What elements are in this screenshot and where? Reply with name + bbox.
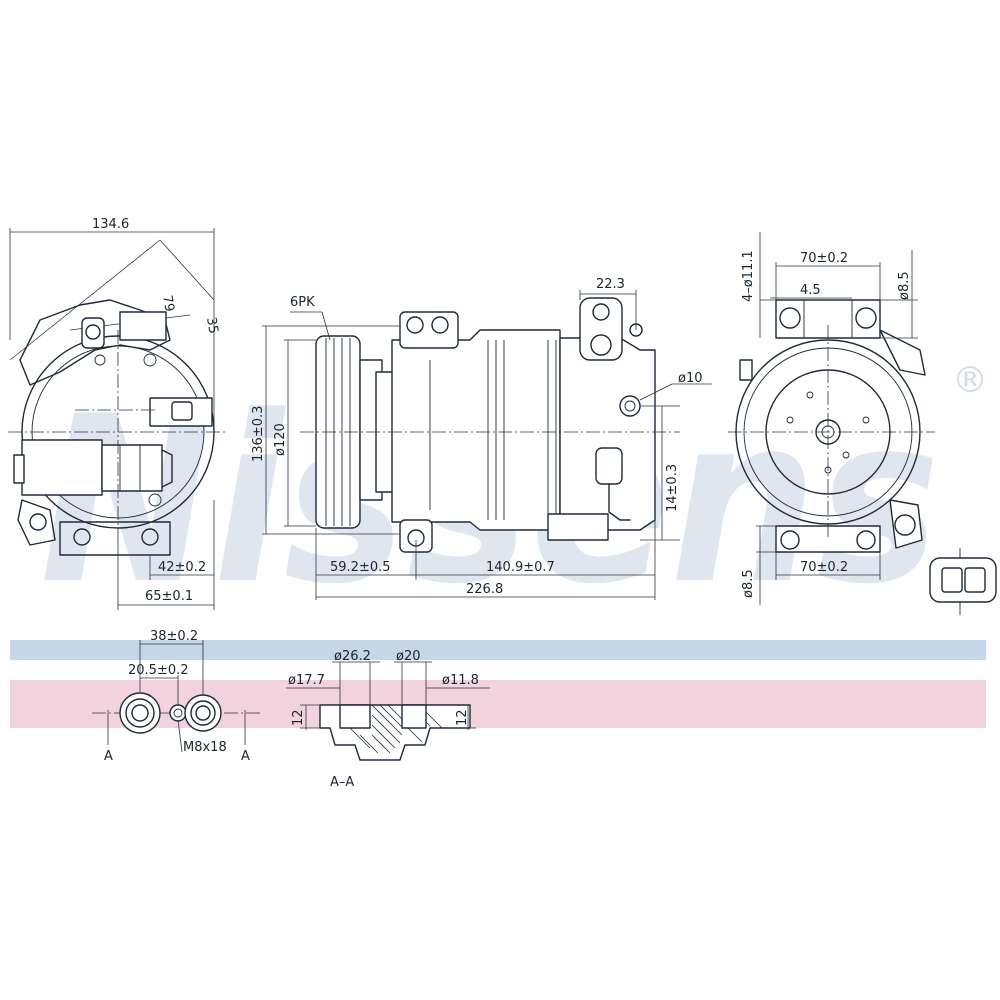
- dim-hole-10: ø10: [678, 371, 703, 386]
- dim-20-5: 20.5±0.2: [128, 663, 189, 678]
- section-view: ø26.2 ø20 ø17.7 ø11.8 12 12 A–A: [286, 649, 490, 790]
- dim-bot-85: ø8.5: [741, 569, 756, 598]
- blue-stripe: [10, 640, 986, 660]
- registered-mark: ®: [952, 360, 988, 401]
- dim-d26-2: ø26.2: [334, 649, 371, 664]
- port-view: 38±0.2 20.5±0.2 M8x18 A A: [92, 629, 262, 764]
- dim-h12-left: 12: [291, 709, 306, 726]
- dim-d11-8: ø11.8: [442, 673, 479, 688]
- section-mark-a-left: A: [104, 749, 113, 764]
- left-view: 134.6 79 35: [8, 217, 225, 610]
- dim-bot-70: 70±0.2: [800, 560, 848, 575]
- dim-38: 38±0.2: [150, 629, 198, 644]
- section-mark-a-right: A: [241, 749, 250, 764]
- dim-top-45: 4.5: [800, 283, 821, 298]
- dim-top-70: 70±0.2: [800, 251, 848, 266]
- dim-h12-right: 12: [455, 709, 470, 726]
- section-title: A–A: [330, 775, 354, 790]
- dim-top-85: ø8.5: [897, 271, 912, 300]
- dim-height-136: 136±0.3: [251, 406, 266, 462]
- dim-140: 140.9±0.7: [486, 560, 555, 575]
- dim-14: 14±0.3: [665, 464, 680, 512]
- dim-65: 65±0.1: [145, 589, 193, 604]
- dim-d20: ø20: [396, 649, 421, 664]
- dim-pulley-120: ø120: [273, 423, 288, 456]
- dim-port-22: 22.3: [596, 277, 625, 292]
- center-view: 6PK 136±0.3 ø120 22.3 ø10 14±0.3 59.2±0.…: [251, 277, 712, 600]
- dim-d17-7: ø17.7: [288, 673, 325, 688]
- pink-stripe: [10, 680, 986, 728]
- dim-angle-79: 79: [159, 294, 177, 313]
- dim-length-226: 226.8: [466, 582, 503, 597]
- dim-angle-35: 35: [203, 316, 221, 335]
- right-view: 4–ø11.1 70±0.2 4.5 ø8.5 ø8.5 70±0.2: [728, 232, 997, 615]
- dim-59: 59.2±0.5: [330, 560, 391, 575]
- dim-width-134: 134.6: [92, 217, 129, 232]
- dim-42: 42±0.2: [158, 560, 206, 575]
- thread-m8x18: M8x18: [183, 740, 227, 755]
- dim-belt-6pk: 6PK: [290, 295, 315, 310]
- dim-holes-11: 4–ø11.1: [741, 250, 756, 302]
